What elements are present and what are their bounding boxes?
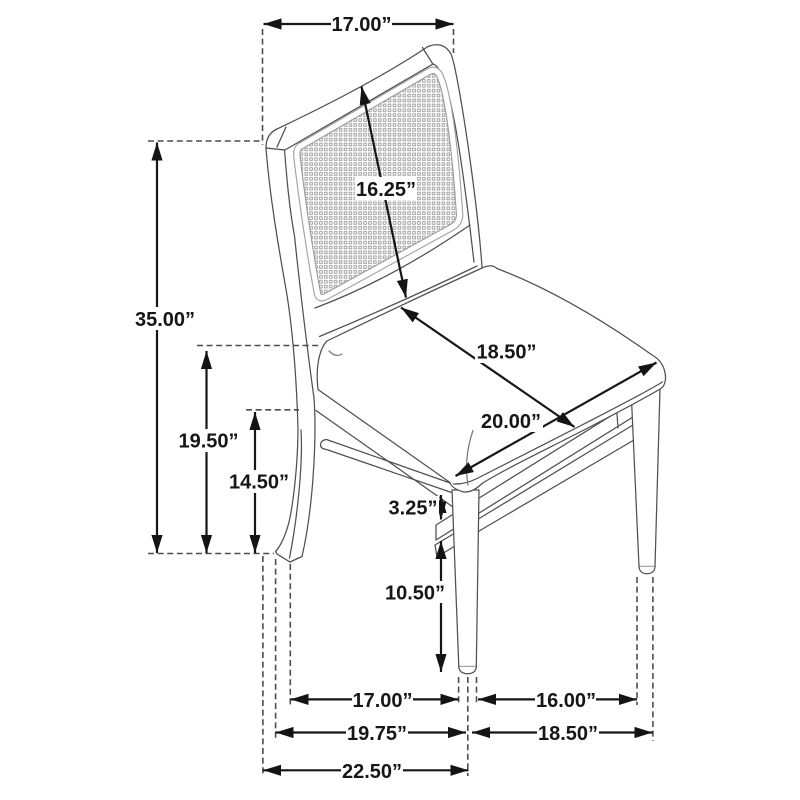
svg-text:35.00”: 35.00” <box>135 309 195 331</box>
svg-text:18.50”: 18.50” <box>538 723 598 745</box>
svg-text:19.75”: 19.75” <box>347 723 407 745</box>
svg-text:17.00”: 17.00” <box>331 14 391 36</box>
svg-text:3.25”: 3.25” <box>389 498 438 520</box>
svg-text:19.50”: 19.50” <box>178 431 238 453</box>
svg-text:22.50”: 22.50” <box>342 761 402 783</box>
svg-text:16.00”: 16.00” <box>536 690 596 712</box>
svg-text:10.50”: 10.50” <box>385 583 445 605</box>
svg-text:18.50”: 18.50” <box>476 342 536 364</box>
svg-text:16.25”: 16.25” <box>356 179 416 201</box>
svg-text:14.50”: 14.50” <box>229 472 289 494</box>
svg-text:17.00”: 17.00” <box>352 690 412 712</box>
svg-text:20.00”: 20.00” <box>481 411 541 433</box>
